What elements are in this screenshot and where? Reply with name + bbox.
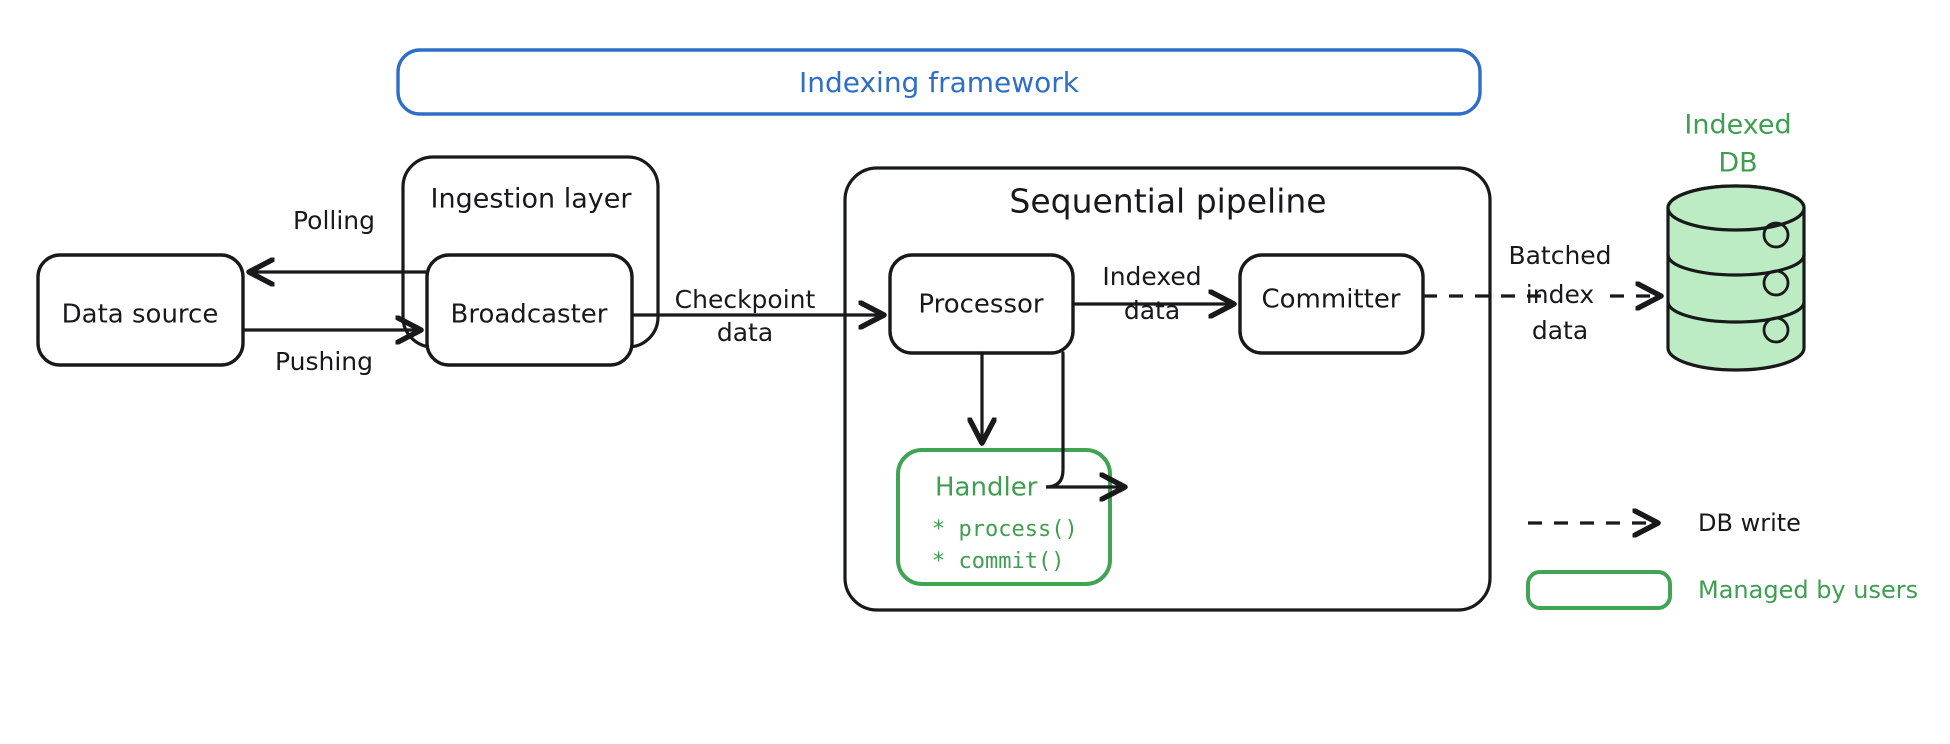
node-handler[interactable]: Handler * process() * commit() [896, 448, 1112, 586]
checkpoint-data-label-line2: data [717, 318, 773, 347]
committer-label: Committer [1261, 285, 1400, 315]
committer-to-handler-feedback-arrow [1045, 351, 1122, 487]
batched-index-data-label-line2: index [1526, 280, 1594, 309]
handler-title: Handler [935, 473, 1038, 503]
node-committer[interactable]: Committer [1238, 253, 1425, 355]
handler-method-process: * process() [932, 517, 1078, 542]
group-sequential-pipeline: Sequential pipeline [843, 166, 1492, 612]
indexing-framework-banner: Indexing framework [396, 48, 1482, 116]
sequential-pipeline-label: Sequential pipeline [1009, 182, 1326, 221]
pushing-label: Pushing [275, 347, 373, 376]
data-source-label: Data source [62, 300, 219, 330]
ingestion-layer-label: Ingestion layer [431, 184, 633, 215]
node-data-source[interactable]: Data source [36, 253, 245, 367]
indexed-db-cylinder-top [1666, 184, 1806, 232]
legend-green-box-icon [1526, 570, 1672, 610]
indexed-db-indicator-dot-1 [1762, 221, 1790, 249]
edge-checkpoint-data: Checkpoint data [630, 285, 881, 347]
indexed-data-label-line2: data [1124, 296, 1180, 325]
sequential-pipeline-boundary [843, 166, 1492, 612]
indexed-db-indicator-dot-2 [1762, 269, 1790, 297]
edge-committer-to-handler [1045, 351, 1122, 487]
indexing-framework-banner-shape [396, 48, 1482, 116]
batched-index-data-label-line3: data [1532, 316, 1588, 345]
indexing-framework-label: Indexing framework [799, 66, 1080, 99]
broadcaster-shape[interactable] [425, 253, 634, 367]
legend-db-write-label: DB write [1698, 509, 1801, 537]
polling-label: Polling [293, 206, 375, 235]
edge-indexed-data: Indexed data [1071, 262, 1231, 325]
indexed-data-label-line1: Indexed [1102, 262, 1201, 291]
broadcaster-label: Broadcaster [451, 300, 608, 330]
processor-label: Processor [918, 290, 1044, 320]
committer-shape[interactable] [1238, 253, 1425, 355]
handler-method-commit: * commit() [932, 549, 1064, 574]
edge-batched-index-data: Batched index data [1423, 241, 1658, 345]
legend-item-managed-by-users: Managed by users [1526, 570, 1918, 610]
indexed-db-tier-divider-1 [1666, 253, 1806, 277]
data-source-shape[interactable] [36, 253, 245, 367]
batched-index-data-label-line1: Batched [1508, 241, 1611, 270]
node-broadcaster[interactable]: Broadcaster [425, 253, 634, 367]
indexed-db-tier-divider-2 [1666, 300, 1806, 324]
indexed-db-label-line1: Indexed [1684, 110, 1791, 141]
indexed-db-label-line2: DB [1718, 148, 1757, 179]
legend-managed-by-users-label: Managed by users [1698, 576, 1918, 604]
edge-pushing: Pushing [241, 330, 418, 376]
node-indexed-db[interactable]: Indexed DB [1666, 110, 1806, 372]
node-processor[interactable]: Processor [888, 253, 1075, 355]
edge-polling: Polling [252, 206, 429, 272]
legend-item-db-write: DB write [1528, 509, 1801, 537]
indexed-db-indicator-dot-3 [1762, 316, 1790, 344]
legend: DB write Managed by users [1526, 509, 1918, 610]
checkpoint-data-label-line1: Checkpoint [675, 285, 816, 314]
